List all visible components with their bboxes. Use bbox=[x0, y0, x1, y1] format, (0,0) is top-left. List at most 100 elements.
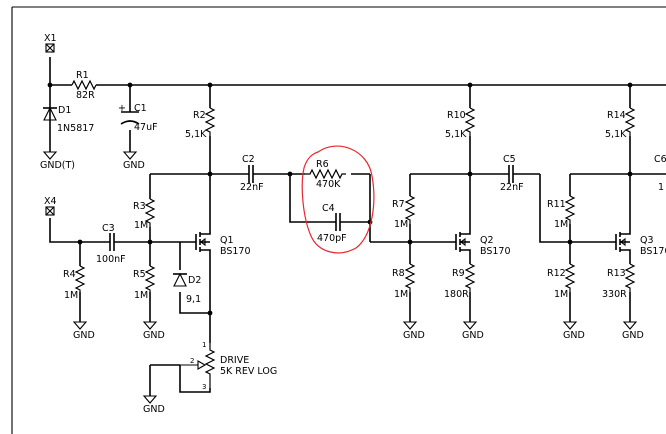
ground-label: GND bbox=[73, 330, 95, 341]
diode-d1-ref: D1 bbox=[58, 105, 71, 116]
diode-d1: D1 1N5817 bbox=[43, 105, 94, 134]
capacitor-c2-ref: C2 bbox=[242, 154, 255, 165]
potentiometer-ref: DRIVE bbox=[220, 355, 249, 366]
resistor-r13-ref: R13 bbox=[607, 268, 626, 279]
ground-icon bbox=[142, 395, 158, 404]
resistor-r12: R12 1M bbox=[547, 263, 576, 300]
capacitor-c5-value: 22nF bbox=[500, 182, 524, 193]
capacitor-c4-value: 470pF bbox=[317, 233, 347, 244]
ground-label: GND bbox=[462, 330, 484, 341]
resistor-r9-value: 180R bbox=[444, 289, 469, 300]
connector-x1: X1 bbox=[44, 33, 57, 53]
capacitor-c3: C3 100nF bbox=[96, 223, 126, 265]
capacitor-c1-polarity: + bbox=[118, 103, 126, 114]
resistor-r4: R4 1M bbox=[63, 265, 86, 301]
capacitor-c4: C4 470pF bbox=[317, 203, 347, 244]
annotation-circle bbox=[301, 145, 375, 254]
mosfet-q3: Q3 BS170 bbox=[610, 232, 666, 257]
ground-label: GND bbox=[143, 404, 165, 415]
resistor-r1-ref: R1 bbox=[76, 70, 89, 81]
connector-x1-label: X1 bbox=[44, 33, 57, 44]
capacitor-c1: + C1 47uF bbox=[118, 103, 158, 133]
resistor-r10-value: 5,1K bbox=[445, 129, 467, 140]
ground-icon bbox=[42, 151, 58, 160]
ground-label-t: GND(T) bbox=[40, 160, 75, 171]
capacitor-c1-ref: C1 bbox=[134, 103, 147, 114]
resistor-r2-value: 5,1K bbox=[185, 129, 207, 140]
resistor-r8-value: 1M bbox=[394, 289, 408, 300]
ground-icon bbox=[122, 151, 138, 160]
capacitor-c2: C2 22nF bbox=[240, 154, 264, 193]
diode-d2-value: 9,1 bbox=[186, 294, 201, 305]
potentiometer-pin-3: 3 bbox=[202, 383, 206, 391]
resistor-r3-value: 1M bbox=[134, 220, 148, 231]
resistor-r6: R6 470K bbox=[305, 159, 346, 190]
capacitor-c5-ref: C5 bbox=[503, 154, 516, 165]
resistor-r7-value: 1M bbox=[394, 219, 408, 230]
potentiometer-pin-1: 1 bbox=[202, 341, 206, 349]
capacitor-c3-ref: C3 bbox=[102, 223, 115, 234]
resistor-r1: R1 82R bbox=[71, 70, 97, 101]
resistor-r5: R5 1M bbox=[133, 265, 156, 301]
ground-icon bbox=[402, 321, 418, 330]
connector-x4: X4 bbox=[44, 196, 57, 216]
resistor-r10: R10 5,1K bbox=[445, 107, 476, 140]
resistor-r7-ref: R7 bbox=[392, 199, 405, 210]
resistor-r3: R3 1M bbox=[133, 198, 156, 231]
ground-icon bbox=[622, 321, 638, 330]
resistor-r12-ref: R12 bbox=[547, 268, 566, 279]
resistor-r14: R14 5,1K bbox=[605, 107, 636, 140]
capacitor-c1-value: 47uF bbox=[134, 122, 158, 133]
resistor-r3-ref: R3 bbox=[133, 201, 146, 212]
resistor-r8-ref: R8 bbox=[392, 268, 405, 279]
connector-x4-label: X4 bbox=[44, 196, 57, 207]
resistor-r10-ref: R10 bbox=[447, 110, 466, 121]
resistor-r11: R11 1M bbox=[547, 195, 576, 230]
resistor-r11-ref: R11 bbox=[547, 199, 566, 210]
ground-icon bbox=[562, 321, 578, 330]
ground-label: GND bbox=[123, 160, 145, 171]
mosfet-q1: Q1 BS170 bbox=[195, 232, 251, 257]
ground-icon bbox=[462, 321, 478, 330]
resistor-r4-ref: R4 bbox=[63, 269, 76, 280]
ground-label: GND bbox=[403, 330, 425, 341]
mosfet-q3-value: BS170 bbox=[640, 246, 666, 257]
sheet-frame bbox=[11, 6, 666, 434]
resistor-r12-value: 1M bbox=[554, 289, 568, 300]
resistor-r8: R8 1M bbox=[392, 263, 416, 300]
ground-label: GND bbox=[563, 330, 585, 341]
potentiometer-value: 5K REV LOG bbox=[220, 366, 277, 377]
mosfet-q1-ref: Q1 bbox=[220, 235, 234, 246]
resistor-r13-value: 330R bbox=[602, 289, 627, 300]
mosfet-q1-value: BS170 bbox=[220, 246, 251, 257]
capacitor-c6-ref: C6 bbox=[654, 154, 666, 165]
resistor-r7: R7 1M bbox=[392, 195, 416, 230]
mosfet-q2-value: BS170 bbox=[480, 246, 511, 257]
potentiometer-pin-2: 2 bbox=[190, 357, 194, 365]
diode-d1-value: 1N5817 bbox=[57, 123, 94, 134]
junction-dots bbox=[47, 82, 633, 316]
resistor-r14-value: 5,1K bbox=[605, 129, 627, 140]
ground-icon bbox=[142, 321, 158, 330]
ground-icon bbox=[72, 321, 88, 330]
mosfet-q2-ref: Q2 bbox=[480, 235, 494, 246]
potentiometer-drive: 1 2 3 DRIVE 5K REV LOG bbox=[180, 341, 277, 391]
capacitor-c2-value: 22nF bbox=[240, 182, 264, 193]
resistor-r9: R9 180R bbox=[444, 263, 476, 300]
resistor-r13: R13 330R bbox=[602, 263, 636, 300]
resistor-r14-ref: R14 bbox=[607, 110, 626, 121]
resistor-r2: R2 5,1K bbox=[185, 107, 216, 140]
resistor-r6-ref: R6 bbox=[316, 159, 329, 170]
resistor-r2-ref: R2 bbox=[193, 110, 206, 121]
capacitor-c6: C6 1 bbox=[654, 154, 666, 193]
diode-d2-ref: D2 bbox=[188, 275, 201, 286]
capacitor-c3-value: 100nF bbox=[96, 254, 126, 265]
capacitor-c5: C5 22nF bbox=[500, 154, 524, 193]
ground-label: GND bbox=[622, 330, 644, 341]
diode-d2: D2 9,1 bbox=[173, 272, 201, 305]
ground-label: GND bbox=[143, 330, 165, 341]
resistor-r9-ref: R9 bbox=[452, 268, 465, 279]
capacitor-c6-value: 1 bbox=[658, 182, 664, 193]
resistor-r5-ref: R5 bbox=[133, 269, 146, 280]
